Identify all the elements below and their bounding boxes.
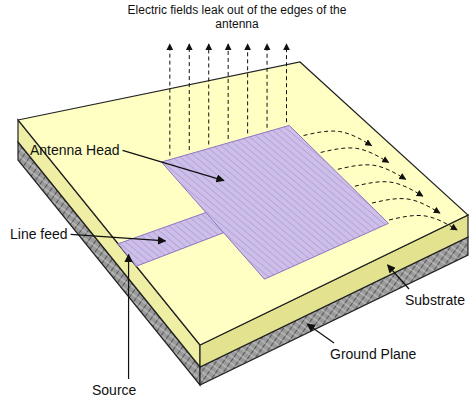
field-arrow — [304, 131, 372, 145]
field-arrow — [247, 44, 248, 133]
field-arrow — [228, 44, 229, 139]
part-label: Line feed — [10, 226, 68, 243]
leader-arrow — [123, 150, 224, 180]
field-arrow — [208, 44, 209, 144]
leader-arrow — [388, 265, 409, 289]
part-label: Antenna Head — [30, 142, 120, 159]
field-note: Electric fields leak out of the edges of… — [112, 3, 362, 32]
leader-arrow — [128, 254, 129, 379]
part-label: Ground Plane — [330, 346, 416, 363]
patch-head — [161, 125, 388, 279]
field-arrow — [389, 215, 457, 229]
field-arrow — [372, 199, 440, 213]
field-arrow — [169, 44, 170, 156]
part-label: Substrate — [405, 292, 465, 309]
part-label: Source — [92, 382, 136, 399]
field-arrow — [355, 182, 423, 196]
field-arrow — [286, 44, 287, 122]
field-arrow — [338, 165, 406, 179]
field-arrow — [321, 148, 389, 162]
field-arrow — [267, 44, 268, 128]
board-faces — [18, 62, 468, 385]
substrate-top — [18, 62, 468, 345]
field-arrow — [189, 44, 190, 150]
antenna-patch — [118, 125, 388, 279]
leader-arrow — [71, 234, 166, 240]
field-lines — [170, 44, 457, 230]
leader-arrow — [307, 324, 334, 343]
leader-lines — [71, 150, 409, 379]
